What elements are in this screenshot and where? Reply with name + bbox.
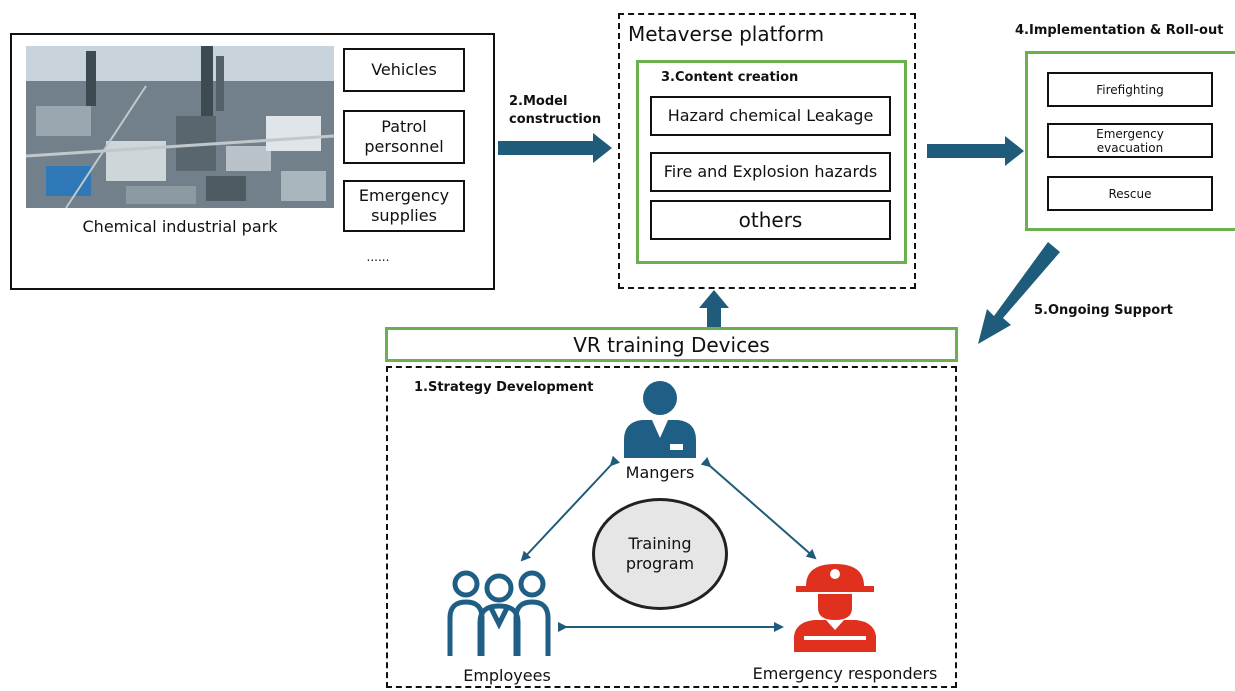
patrol-personnel-box: Patrol personnel: [343, 110, 465, 164]
responders-label: Emergency responders: [752, 664, 938, 683]
rollout-arrow: [927, 136, 1024, 166]
employees-label: Employees: [463, 666, 551, 685]
firefighter-icon: [794, 564, 876, 652]
factory-photo: [26, 46, 334, 208]
strategy-title: 1.Strategy Development: [414, 380, 594, 395]
model-construction-arrow: [498, 133, 612, 163]
managers-label: Mangers: [625, 463, 695, 482]
metaverse-platform-title: Metaverse platform: [628, 22, 825, 46]
vr-up-arrow: [699, 290, 729, 327]
employees-icon: [447, 570, 551, 656]
park-ellipsis: ......: [366, 250, 390, 264]
metaverse-platform-panel: [618, 13, 916, 289]
managers-responders-link: [700, 456, 817, 560]
implementation-title: 4.Implementation & Roll-out: [1015, 23, 1224, 38]
manager-icon: [624, 381, 696, 458]
content-creation-title: 3.Content creation: [661, 70, 799, 85]
ongoing-support-arrow: [978, 242, 1060, 344]
model-construction-label: 2.Model construction: [509, 94, 602, 127]
vr-devices-bar: VR training Devices: [385, 327, 958, 362]
fire-explosion-box: Fire and Explosion hazards: [650, 152, 891, 192]
strategy-panel: [386, 366, 957, 688]
park-caption: Chemical industrial park: [82, 217, 278, 236]
hazard-leakage-box: Hazard chemical Leakage: [650, 96, 891, 136]
managers-employees-link: [520, 455, 621, 562]
training-program-circle: Training program: [592, 498, 728, 610]
rescue-box: Rescue: [1047, 176, 1213, 211]
ongoing-support-label: 5.Ongoing Support: [1034, 303, 1173, 318]
firefighting-box: Firefighting: [1047, 72, 1213, 107]
emergency-evacuation-box: Emergency evacuation: [1047, 123, 1213, 158]
vehicles-box: Vehicles: [343, 48, 465, 92]
emergency-supplies-box: Emergency supplies: [343, 180, 465, 232]
others-box: others: [650, 200, 891, 240]
